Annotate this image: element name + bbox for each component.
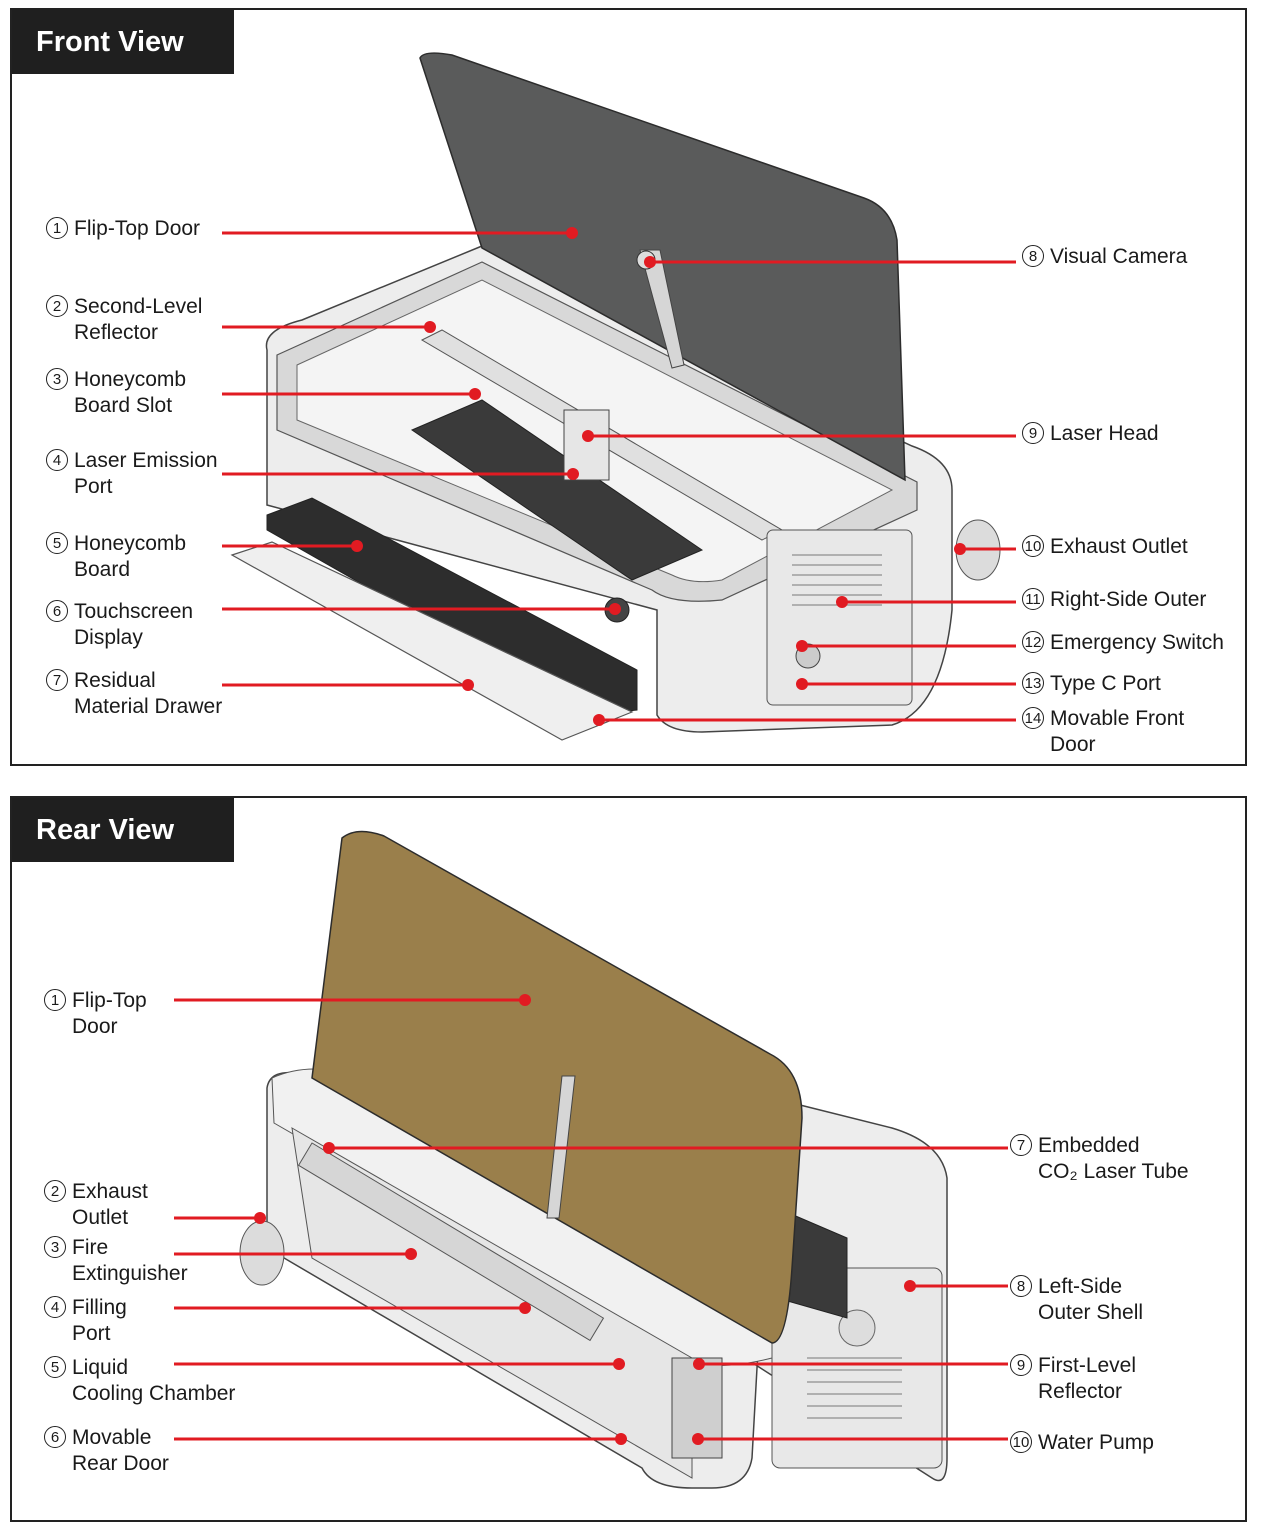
rear-leader-dot-7 [323, 1142, 335, 1154]
front-leader-dot-7 [462, 679, 474, 691]
front-leader-dot-6 [609, 603, 621, 615]
laser-head-body [563, 409, 610, 481]
rear-view-title: Rear View [12, 798, 234, 862]
rear-leader-dot-1 [519, 994, 531, 1006]
rear-leader-dot-4 [519, 1302, 531, 1314]
front-leader-dot-3 [469, 388, 481, 400]
front-leader-dot-14 [593, 714, 605, 726]
flip-top-door-rear [311, 830, 803, 1344]
honeycomb-board [410, 399, 704, 581]
drawer-tray [266, 497, 638, 716]
rear-vent-grille [807, 1357, 902, 1419]
rear-leader-dot-9 [693, 1358, 705, 1370]
leaders-front [222, 227, 1016, 726]
front-leader-dot-9 [582, 430, 594, 442]
front-leader-dot-8 [644, 256, 656, 268]
front-leader-dot-12 [796, 640, 808, 652]
rear-leader-dot-8 [904, 1280, 916, 1292]
front-leader-dot-4 [567, 468, 579, 480]
rear-leader-dot-2 [254, 1212, 266, 1224]
rear-leader-dot-3 [405, 1248, 417, 1260]
rear-leader-dot-6 [615, 1433, 627, 1445]
front-leader-dot-1 [566, 227, 578, 239]
front-leader-dot-2 [424, 321, 436, 333]
rear-leader-dot-5 [613, 1358, 625, 1370]
leaders-rear [174, 994, 1008, 1445]
front-leader-dot-10 [954, 543, 966, 555]
camera-arm [639, 249, 685, 369]
rear-leader-dot-10 [692, 1433, 704, 1445]
right-side-panel [766, 529, 913, 706]
laser-tube [297, 1142, 605, 1342]
fan-grille [838, 1309, 876, 1347]
front-leader-dot-11 [836, 596, 848, 608]
front-view-title: Front View [12, 10, 234, 74]
rear-view-drawing [174, 830, 1008, 1489]
front-view-drawing [222, 52, 1016, 741]
front-leader-dot-5 [351, 540, 363, 552]
vent-grille [792, 554, 882, 606]
front-leader-dot-13 [796, 678, 808, 690]
